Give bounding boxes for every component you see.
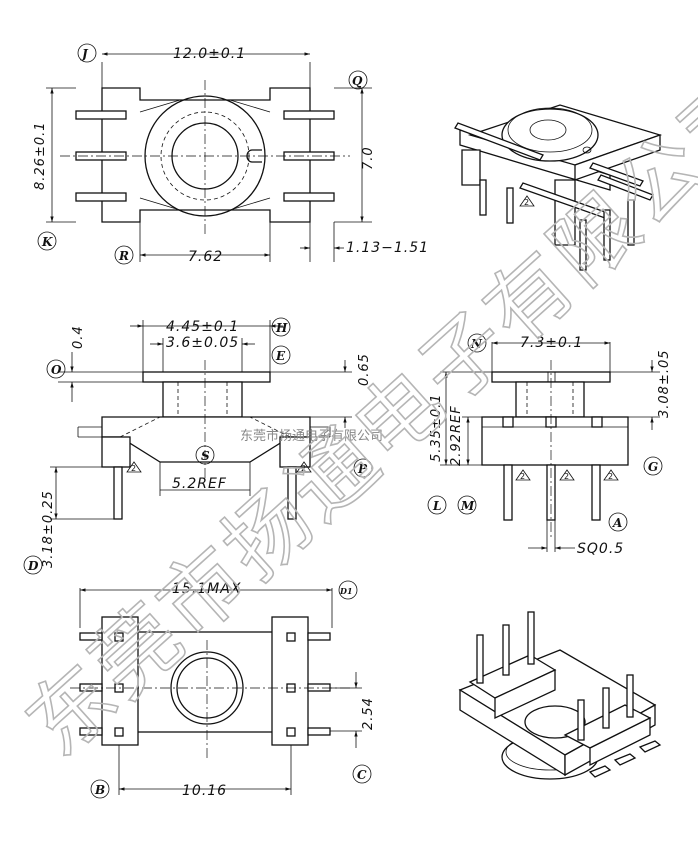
side-triangle-note-right: 2 — [301, 464, 306, 473]
front-sq-dim: SQ0.5 — [577, 541, 624, 557]
side-ref-dim: 5.2REF — [172, 476, 227, 492]
svg-text:J: J — [80, 47, 89, 61]
bottom-pitch-dim: 2.54 — [361, 697, 376, 730]
top-height-dim: 8.26±0.1 — [33, 121, 48, 190]
label-c-badge: C — [352, 764, 372, 784]
front-triangle-note-2: 2 — [564, 472, 569, 481]
svg-text:S: S — [201, 449, 210, 463]
bottom-width-dim: 15.1MAX — [172, 581, 241, 597]
svg-text:N: N — [470, 337, 483, 351]
label-q-badge: Q — [348, 70, 368, 90]
svg-text:O: O — [51, 363, 62, 377]
svg-text:E: E — [275, 349, 286, 363]
label-d-badge: D — [23, 555, 43, 575]
top-width-dim: 12.0±0.1 — [173, 46, 246, 62]
svg-text:L: L — [432, 499, 441, 513]
svg-text:D: D — [27, 559, 39, 573]
svg-text:B: B — [94, 783, 105, 797]
top-pitch-dim: 7.62 — [188, 249, 223, 265]
label-s-badge: S — [195, 445, 215, 465]
svg-text:2: 2 — [524, 198, 529, 207]
front-view — [440, 341, 660, 552]
svg-text:R: R — [118, 249, 129, 263]
top-pin-dim: 1.13−1.51 — [346, 240, 429, 256]
label-a-badge: A — [608, 512, 628, 532]
iso-view-bottom — [458, 611, 662, 780]
label-n-badge: N — [467, 333, 487, 353]
front-width-dim: 7.3±0.1 — [520, 335, 583, 351]
svg-text:Q: Q — [352, 74, 363, 88]
label-l-badge: L — [427, 495, 447, 515]
front-body-dim: 5.35±0.1 — [429, 393, 444, 462]
label-k-badge: K — [37, 231, 57, 251]
label-m-badge: M — [457, 495, 477, 515]
iso-view-top: 2 — [454, 104, 663, 271]
label-g-badge: G — [643, 456, 663, 476]
svg-text:C: C — [357, 768, 367, 782]
label-h-badge: H — [271, 317, 291, 337]
side-inner-dim: 3.6±0.05 — [166, 335, 239, 351]
side-pin-dim: 3.18±0.25 — [41, 490, 56, 568]
label-o-badge: O — [46, 359, 66, 379]
bottom-span-dim: 10.16 — [182, 783, 227, 799]
svg-text:G: G — [648, 460, 658, 474]
top-view — [46, 52, 372, 262]
bottom-view — [70, 588, 362, 795]
side-flange-dim: 0.4 — [71, 325, 86, 349]
side-view — [50, 320, 352, 520]
label-b-badge: B — [90, 779, 110, 799]
watermark-small-text: 东莞市扬通电子有限公司 — [240, 428, 383, 444]
side-triangle-note-left: 2 — [131, 464, 136, 473]
front-triangle-note-1: 2 — [520, 472, 525, 481]
label-r-badge: R — [114, 245, 134, 265]
front-height-dim: 3.08±.05 — [657, 349, 672, 418]
svg-text:D1: D1 — [339, 586, 353, 596]
label-j-badge: J — [77, 43, 97, 63]
top-inner-dim: 7.0 — [361, 146, 376, 170]
front-ref-dim: 2.92REF — [449, 405, 464, 466]
svg-text:H: H — [275, 321, 288, 335]
side-flange2-dim: 0.65 — [357, 353, 372, 386]
svg-text:K: K — [41, 235, 53, 249]
label-p-badge: P — [353, 458, 373, 478]
svg-text:M: M — [460, 499, 475, 513]
label-e-badge: E — [271, 345, 291, 365]
svg-text:A: A — [612, 516, 622, 530]
side-top-dim: 4.45±0.1 — [166, 319, 239, 335]
front-triangle-note-3: 2 — [608, 472, 613, 481]
label-d1-badge: D1 — [338, 580, 358, 600]
svg-text:P: P — [357, 462, 368, 476]
